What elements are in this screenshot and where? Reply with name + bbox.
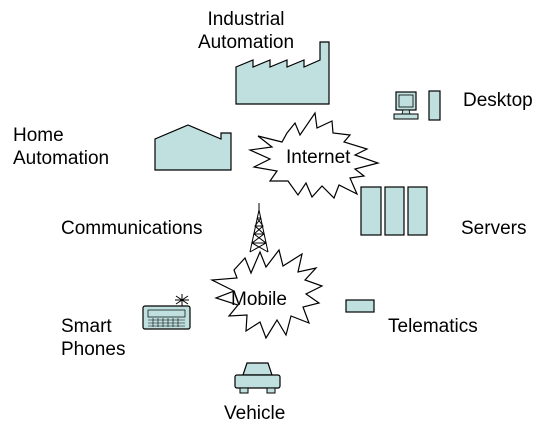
telematics-unit-icon — [345, 299, 375, 313]
label-home-automation: Home Automation — [13, 124, 109, 170]
label-servers: Servers — [461, 218, 527, 239]
label-industrial-automation: Industrial Automation — [186, 8, 306, 54]
house-icon — [154, 124, 232, 171]
label-smart-phones: Smart Phones — [61, 315, 125, 361]
label-smart-line1: Smart — [61, 316, 112, 337]
label-telematics: Telematics — [388, 316, 478, 337]
label-vehicle: Vehicle — [224, 403, 286, 424]
label-mobile: Mobile — [231, 289, 287, 310]
label-home-line1: Home — [13, 125, 64, 146]
smart-phone-icon — [142, 294, 191, 330]
label-industrial-line1: Industrial — [207, 9, 285, 30]
mobile-burst-icon — [209, 248, 324, 340]
internet-burst-icon — [247, 111, 381, 200]
label-home-line2: Automation — [13, 148, 110, 169]
factory-icon — [235, 41, 330, 105]
car-icon — [234, 362, 281, 394]
desktop-computer-icon — [393, 90, 441, 121]
label-communications: Communications — [61, 218, 203, 239]
radio-tower-icon — [249, 203, 269, 253]
label-phones-line2: Phones — [61, 339, 126, 360]
label-internet: Internet — [286, 147, 351, 168]
label-industrial-line2: Automation — [197, 32, 295, 53]
server-rack-icon — [360, 186, 428, 236]
label-desktop: Desktop — [463, 90, 533, 111]
